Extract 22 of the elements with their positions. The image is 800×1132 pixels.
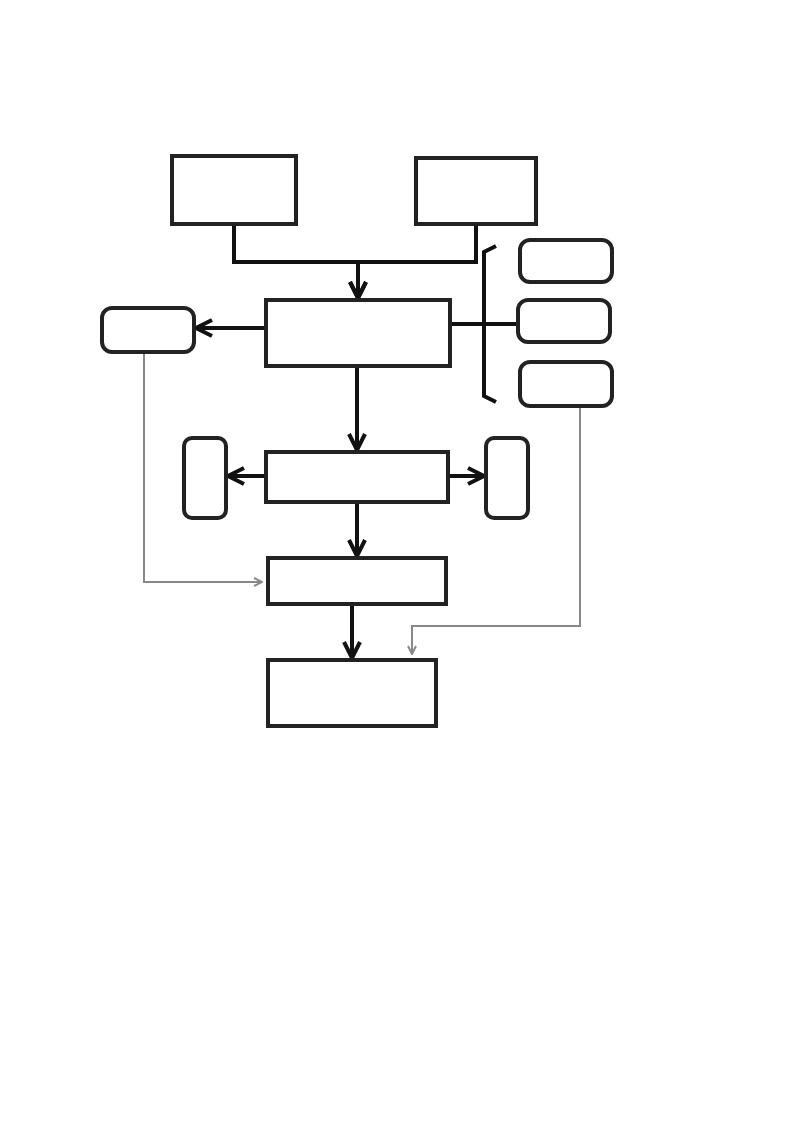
arrow (407, 407, 581, 655)
rounded-box (518, 238, 614, 284)
arrow (347, 504, 367, 558)
rounded-box (182, 436, 228, 520)
process-box (266, 556, 448, 606)
arrow (347, 368, 367, 452)
arrow (348, 226, 478, 300)
process-box (414, 156, 538, 226)
arrow (194, 318, 264, 338)
process-box (264, 450, 450, 504)
arrow (226, 466, 264, 486)
process-box (264, 298, 452, 368)
process-box (170, 154, 298, 226)
bracket-connector (452, 322, 497, 404)
process-box (266, 658, 438, 728)
arrow (450, 466, 486, 486)
rounded-box (518, 360, 614, 408)
rounded-box (484, 436, 530, 520)
rounded-box (516, 298, 612, 344)
arrow (342, 606, 362, 660)
arrow (143, 353, 263, 587)
rounded-box (100, 306, 196, 354)
